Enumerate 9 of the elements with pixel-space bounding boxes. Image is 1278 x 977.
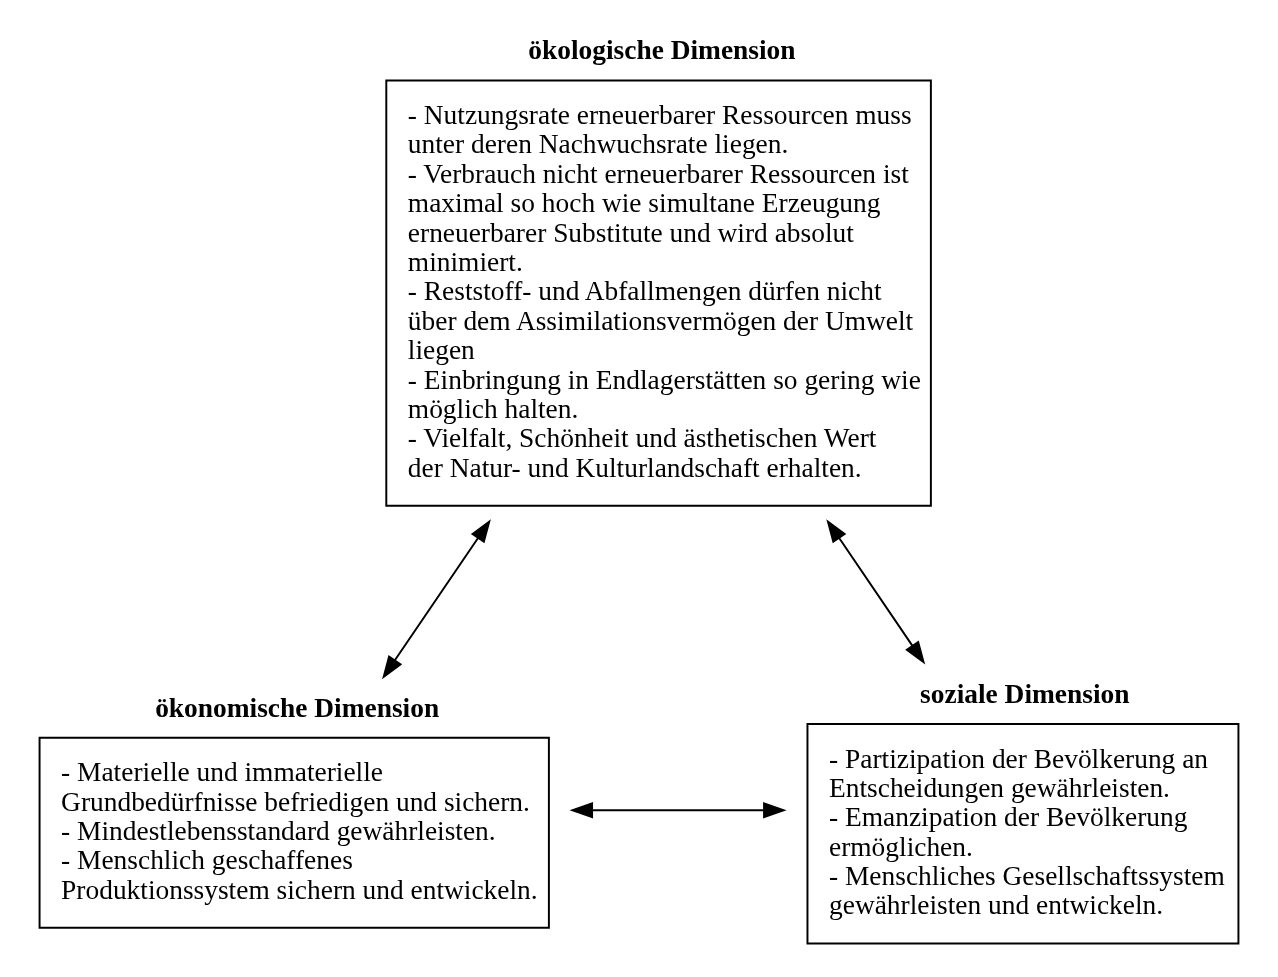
node-box: - Materielle und immaterielle Grundbedürfnisse befriedigen und sichern. - Mindestlebensstandard gewährleisten. - Menschlich geschaffenes Produktionssystem sichern und entwickeln. <box>38 736 550 929</box>
arrow <box>826 518 926 665</box>
node-label: ökonomische Dimension <box>155 692 440 723</box>
node-box: - Nutzungsrate erneuerbarer Ressourcen muss unter deren Nachwuchsrate liegen. - Verbrauch nicht erneuerbarer Ressourcen ist maximal so hoch wie simultane Erzeugung erneuerbarer Substitute und wird absolut minimiert. - Reststoff- und Abfallmengen dürfen nicht über dem Assimilationsvermögen der Umwelt liegen - Einbringung in Endlagerstätten so gering wie möglich halten. - Vielfalt, Schönheit und ästhetischen Wert der Natur- und Kulturlandschaft erhalten. <box>385 79 932 507</box>
node-label: soziale Dimension <box>920 678 1130 709</box>
arrow <box>382 518 491 679</box>
node-label: ökologische Dimension <box>528 34 796 65</box>
arrow <box>569 801 787 818</box>
node-box: - Partizipation der Bevölkerung an Entscheidungen gewährleisten. - Emanzipation der Bevölkerung ermöglichen. - Menschliches Gesellschaftssystem gewährleisten und entwickeln. <box>806 722 1240 944</box>
